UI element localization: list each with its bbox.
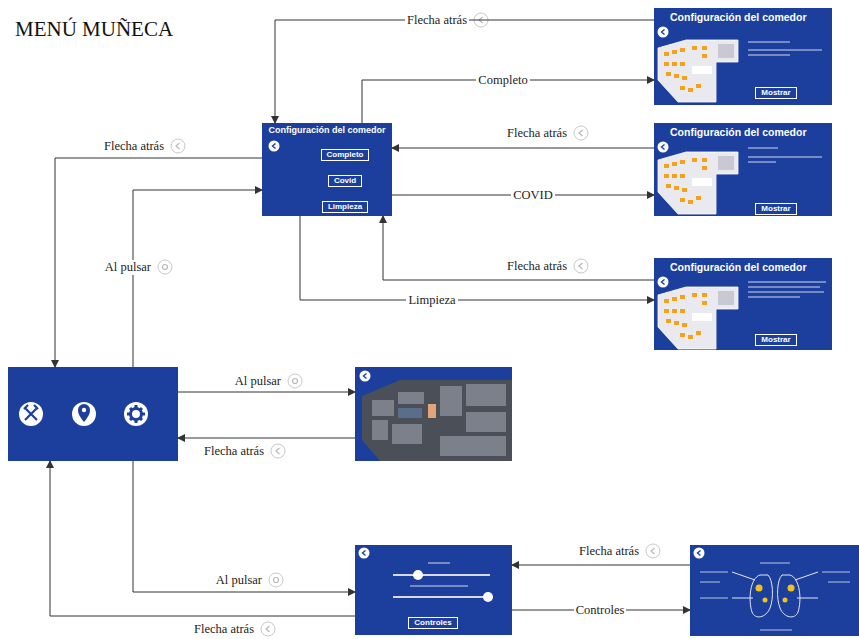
flow-arrow xyxy=(383,216,654,280)
screen-title: Configuración del comedor xyxy=(670,11,807,23)
button: Mostrar xyxy=(755,87,796,99)
flow-arrow xyxy=(275,20,654,123)
edge-label: Flecha atrás xyxy=(192,622,256,637)
button: Mostrar xyxy=(755,203,796,215)
screen-title: Configuración del comedor xyxy=(670,126,807,138)
button-label: Mostrar xyxy=(761,88,790,98)
screen-title: Configuración del comedor xyxy=(262,125,392,135)
screen-title: Configuración del comedor xyxy=(670,261,807,273)
flow-arrow xyxy=(178,438,355,439)
edge-label: Flecha atrás xyxy=(505,126,569,141)
edge-label: Al pulsar xyxy=(103,260,153,275)
edge-label: Completo xyxy=(476,73,529,88)
edge-label: Flecha atrás xyxy=(505,259,569,274)
flow-arrow xyxy=(512,565,690,566)
button-label: Mostrar xyxy=(761,204,790,214)
screen-panel: Configuración del comedorMostrar xyxy=(654,8,832,105)
screen-panel: Configuración del comedorMostrar xyxy=(654,258,832,350)
button-label: Controles xyxy=(414,618,451,628)
controls-screen xyxy=(690,545,859,636)
button: Limpieza xyxy=(322,201,368,213)
edge-label: Limpieza xyxy=(406,293,457,308)
edge-label: Flecha atrás xyxy=(202,444,266,459)
flow-arrow xyxy=(300,216,654,300)
flow-arrow xyxy=(55,158,262,367)
button-label: Limpieza xyxy=(328,202,362,212)
map-screen xyxy=(355,367,512,461)
flow-arrow xyxy=(133,461,355,592)
flow-arrow xyxy=(178,392,355,393)
flow-arrow xyxy=(133,190,262,367)
edge-label: COVID xyxy=(511,188,555,203)
button: Controles xyxy=(408,617,457,629)
button: Covid xyxy=(328,175,362,187)
edge-label: Al pulsar xyxy=(214,573,264,588)
main-menu-panel xyxy=(8,367,178,461)
edge-label: Controles xyxy=(574,603,627,618)
menu-panel: Configuración del comedorCompletoCovidLi… xyxy=(262,123,392,216)
settings-screen: Controles xyxy=(355,545,512,635)
button: Mostrar xyxy=(755,334,796,346)
flow-arrow xyxy=(50,461,355,616)
button-label: Mostrar xyxy=(761,335,790,345)
edge-label: Flecha atrás xyxy=(577,544,641,559)
button: Completo xyxy=(321,149,370,161)
edge-label: Flecha atrás xyxy=(102,139,166,154)
button-label: Covid xyxy=(334,176,356,186)
button-label: Completo xyxy=(327,150,364,160)
edge-label: Al pulsar xyxy=(233,374,283,389)
edge-label: Flecha atrás xyxy=(405,13,469,28)
flow-arrow xyxy=(392,148,654,149)
screen-panel: Configuración del comedorMostrar xyxy=(654,123,832,216)
diagram-title: MENÚ MUÑECA xyxy=(15,17,173,42)
